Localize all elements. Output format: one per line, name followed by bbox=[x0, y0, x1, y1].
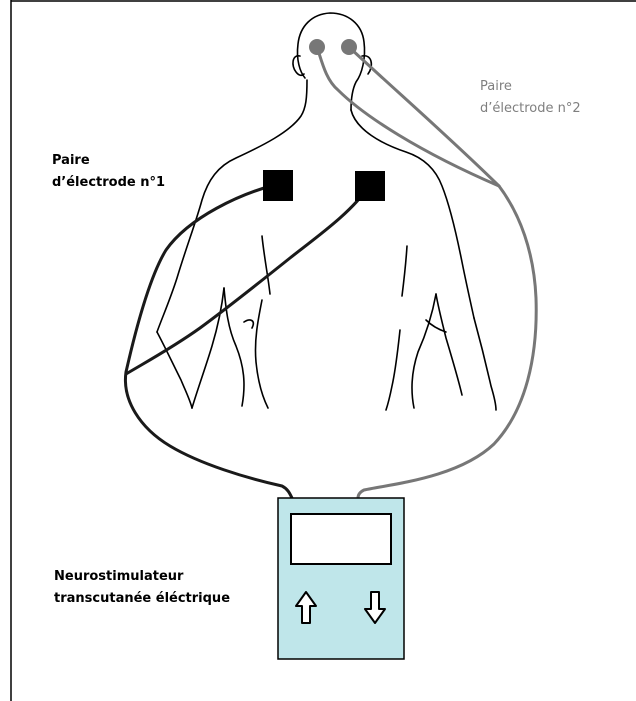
head-electrode-left bbox=[309, 39, 325, 55]
right-inner-arm bbox=[436, 294, 462, 395]
left-shoulder-outline bbox=[157, 80, 307, 332]
electrode-pair-2-label: Paire d’électrode n°2 bbox=[480, 76, 581, 120]
pair-2-wire-a bbox=[317, 47, 499, 186]
device-label-line-1: Neurostimulateur bbox=[54, 566, 230, 588]
left-torso-inner bbox=[255, 300, 268, 408]
pair-1-wire-left bbox=[125, 186, 292, 498]
chest-electrode-left bbox=[263, 170, 293, 201]
pair-2-label-line-1: Paire bbox=[480, 76, 581, 98]
electrode-pair-1-label: Paire d’électrode n°1 bbox=[52, 150, 165, 194]
chest-electrode-right bbox=[355, 171, 385, 201]
chest-detail-left bbox=[262, 236, 270, 294]
head-outline bbox=[297, 13, 364, 110]
right-arm-outline bbox=[474, 318, 496, 410]
right-torso-side bbox=[412, 294, 436, 408]
left-rib-detail bbox=[244, 320, 253, 328]
left-torso-side bbox=[224, 288, 244, 406]
head-electrode-right bbox=[341, 39, 357, 55]
tens-device bbox=[278, 498, 404, 659]
device-display bbox=[291, 514, 391, 564]
right-torso-inner bbox=[386, 330, 400, 410]
pair-1-label-line-1: Paire bbox=[52, 150, 165, 172]
device-label-line-2: transcutanée éléctrique bbox=[54, 588, 230, 610]
device-label: Neurostimulateur transcutanée éléctrique bbox=[54, 566, 230, 610]
left-inner-arm bbox=[192, 288, 224, 408]
pair-1-wire-right bbox=[126, 186, 369, 374]
chest-detail-right bbox=[402, 246, 407, 296]
pair-1-label-line-2: d’électrode n°1 bbox=[52, 172, 165, 194]
pair-2-label-line-2: d’électrode n°2 bbox=[480, 98, 581, 120]
right-shoulder-outline bbox=[351, 110, 474, 318]
